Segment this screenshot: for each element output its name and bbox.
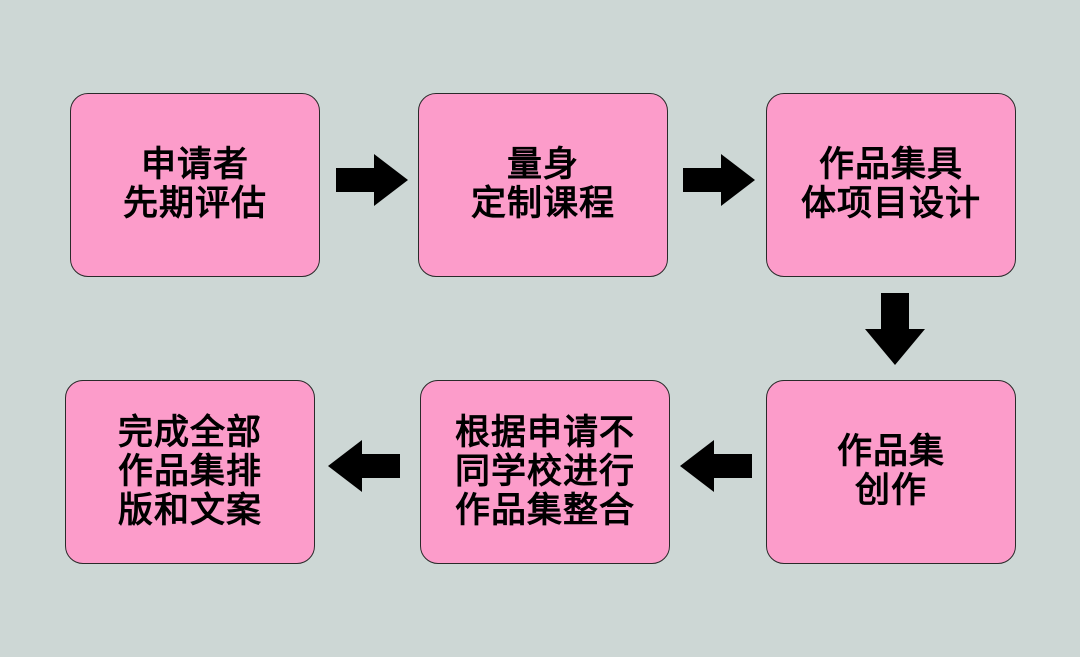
arrow-right-icon [336, 154, 408, 206]
step-label: 作品集具 体项目设计 [800, 145, 981, 224]
step-box-project-design: 作品集具 体项目设计 [766, 93, 1016, 277]
step-box-portfolio-creation: 作品集 创作 [766, 380, 1016, 564]
step-label: 量身 定制课程 [470, 145, 615, 224]
step-label: 申请者 先期评估 [122, 145, 267, 224]
step-box-applicant-assessment: 申请者 先期评估 [70, 93, 320, 277]
step-label: 作品集 创作 [836, 432, 945, 511]
arrow-left-icon [328, 440, 400, 492]
step-box-layout-and-copy: 完成全部 作品集排 版和文案 [65, 380, 315, 564]
arrow-right-icon [683, 154, 755, 206]
step-label: 根据申请不 同学校进行 作品集整合 [454, 412, 635, 531]
step-label: 完成全部 作品集排 版和文案 [117, 412, 262, 531]
step-box-school-integration: 根据申请不 同学校进行 作品集整合 [420, 380, 670, 564]
arrow-left-icon [680, 440, 752, 492]
arrow-down-icon [865, 293, 925, 365]
step-box-custom-course: 量身 定制课程 [418, 93, 668, 277]
